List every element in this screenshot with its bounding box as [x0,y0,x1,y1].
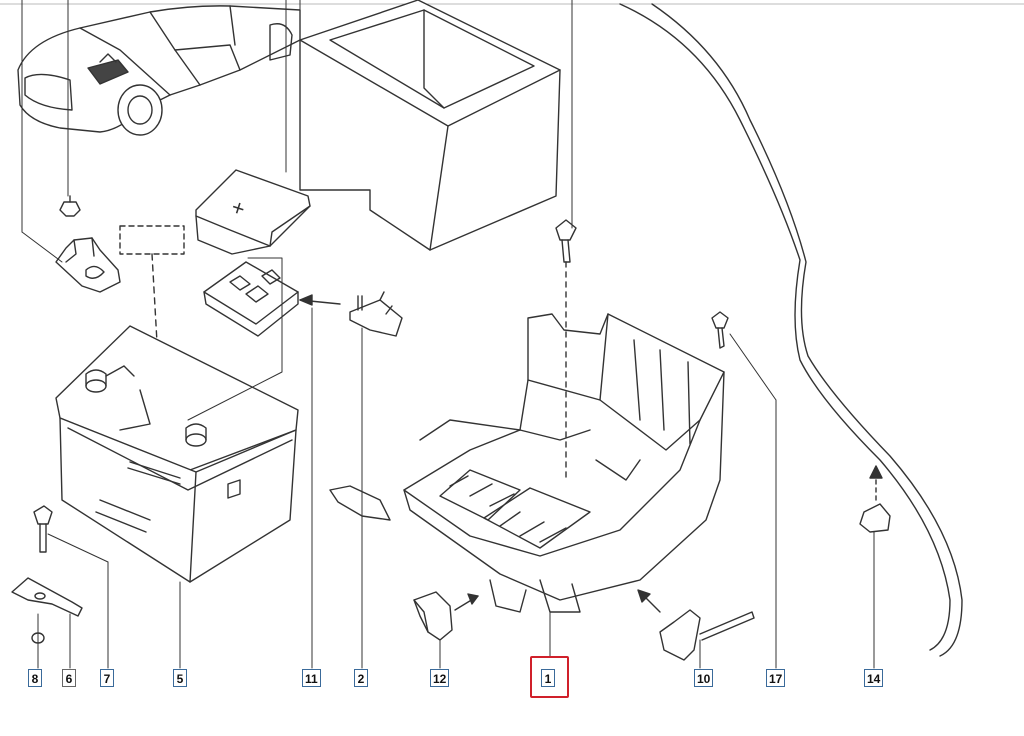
leader-lines [21,0,875,669]
terminal-clamp [55,195,121,293]
callout-6[interactable]: 6 [62,669,76,687]
callout-5[interactable]: 5 [173,669,187,687]
dashed-placeholder [119,225,185,255]
battery-box-cover [299,0,561,251]
vent-hose [619,3,963,657]
callout-14[interactable]: 14 [864,669,884,687]
callout-2[interactable]: 2 [354,669,368,687]
mounting-bolt [555,219,577,263]
callout-7[interactable]: 7 [100,669,114,687]
battery-tray [329,313,725,613]
vehicle-location-sketch [17,5,301,136]
fuse-block [203,261,341,337]
clip-part [413,591,479,641]
callout-11[interactable]: 11 [302,669,321,687]
terminal-cover: + [195,169,311,255]
battery [55,325,299,583]
highlighted-callout-frame [530,656,569,698]
connector-part [349,291,403,337]
hose-clip [859,465,891,533]
bracket-parts [11,505,83,644]
callout-12[interactable]: 12 [430,669,450,687]
callout-10[interactable]: 10 [694,669,714,687]
side-bolt [711,311,729,349]
cable-holder [659,609,755,661]
callout-8[interactable]: 8 [28,669,42,687]
callout-17[interactable]: 17 [766,669,786,687]
callout-1[interactable]: 1 [541,669,555,687]
